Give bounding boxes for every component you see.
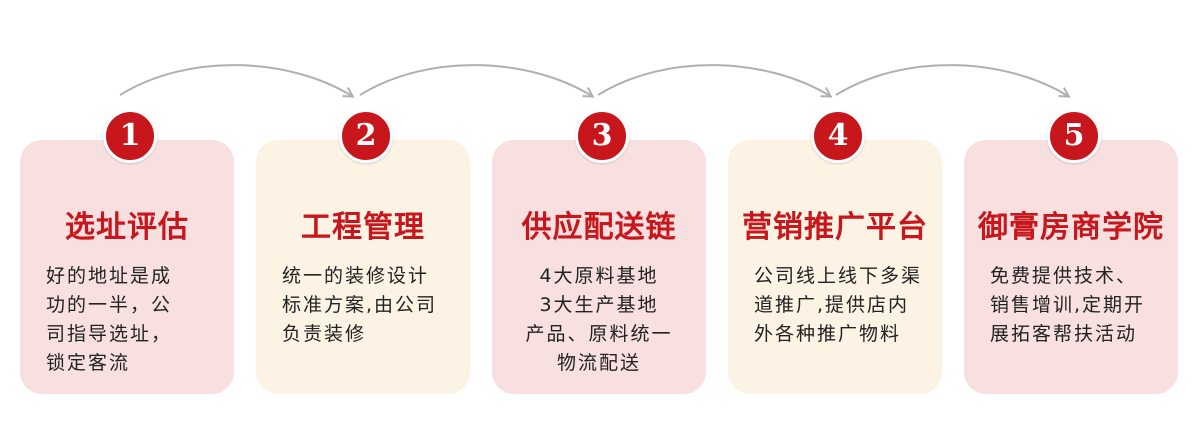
step-title: 供应配送链 (521, 210, 677, 245)
step-number-badge: 5 (1047, 109, 1101, 163)
description-line: 物流配送 (556, 352, 641, 374)
description-line: 统一的装修设计 (282, 265, 430, 287)
step-description: 好的地址是成 功的一半，公 司指导选址， 锁定客流 (46, 262, 216, 378)
description-line: 道推广,提供店内 (754, 294, 910, 316)
description-line: 外各种推广物料 (754, 323, 902, 345)
description-line: 展拓客帮扶活动 (990, 323, 1138, 345)
step-card-engineering-management: 2 工程管理 统一的装修设计 标准方案,由公司 负责装修 (256, 109, 470, 394)
step-number-badge: 4 (811, 109, 865, 163)
description-line: 产品、原料统一 (525, 323, 673, 345)
description-line: 司指导选址， (46, 323, 173, 345)
step-number-badge: 3 (575, 109, 629, 163)
description-line: 销售增训,定期开 (990, 294, 1146, 316)
description-line: 锁定客流 (46, 352, 131, 374)
description-line: 4大原料基地 (539, 265, 659, 287)
step-card-business-school: 5 御膏房商学院 免费提供技术、 销售增训,定期开 展拓客帮扶活动 (964, 109, 1178, 394)
arrow-2-to-3 (359, 64, 592, 96)
step-number-badge: 2 (339, 109, 393, 163)
description-line: 3大生产基地 (539, 294, 659, 316)
arrow-4-to-5 (835, 64, 1068, 96)
step-title: 选址评估 (65, 210, 189, 245)
description-line: 标准方案,由公司 (282, 294, 438, 316)
step-title: 营销推广平台 (742, 210, 928, 245)
step-card-site-selection: 1 选址评估 好的地址是成 功的一半，公 司指导选址， 锁定客流 (20, 109, 234, 394)
description-line: 公司线上线下多渠 (754, 265, 923, 287)
step-description: 公司线上线下多渠 道推广,提供店内 外各种推广物料 (754, 262, 924, 349)
description-line: 免费提供技术、 (990, 265, 1138, 287)
step-title: 工程管理 (301, 210, 425, 245)
arrow-3-to-4 (597, 64, 830, 96)
step-description: 统一的装修设计 标准方案,由公司 负责装修 (282, 262, 452, 349)
arrow-1-to-2 (119, 64, 352, 96)
step-number-badge: 1 (103, 109, 157, 163)
step-description: 免费提供技术、 销售增训,定期开 展拓客帮扶活动 (990, 262, 1160, 349)
description-line: 功的一半，公 (46, 294, 173, 316)
step-description: 4大原料基地 3大生产基地 产品、原料统一 物流配送 (508, 262, 690, 378)
description-line: 负责装修 (282, 323, 367, 345)
step-card-supply-chain: 3 供应配送链 4大原料基地 3大生产基地 产品、原料统一 物流配送 (492, 109, 706, 394)
step-card-marketing-platform: 4 营销推广平台 公司线上线下多渠 道推广,提供店内 外各种推广物料 (728, 109, 942, 394)
step-title: 御膏房商学院 (978, 210, 1164, 245)
description-line: 好的地址是成 (46, 265, 173, 287)
